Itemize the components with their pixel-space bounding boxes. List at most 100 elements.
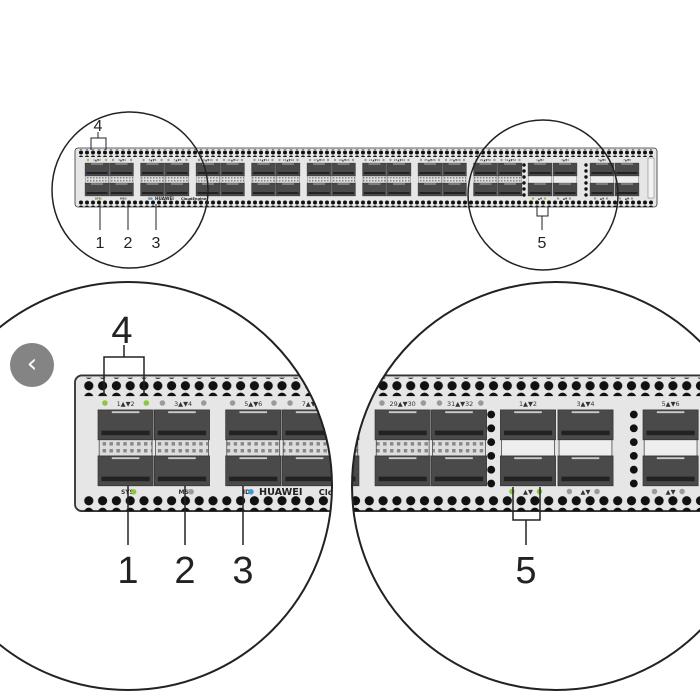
port-contacts (308, 172, 330, 174)
port-led-label: ▲▼ (666, 488, 676, 496)
port-latch (257, 183, 270, 185)
port-led (102, 400, 108, 406)
port-latch (445, 411, 473, 414)
port-contacts (388, 192, 410, 194)
port-contacts (499, 172, 521, 174)
port-cage (251, 182, 276, 197)
port-led (500, 158, 503, 162)
port-latch (388, 411, 417, 414)
port-latch (282, 163, 294, 165)
back-button[interactable]: ‹ (10, 343, 54, 387)
port-latch (295, 411, 324, 414)
port-contacts (166, 172, 188, 174)
port-led (419, 158, 423, 162)
port-label: 1▲▼2 (93, 158, 101, 162)
port-label: 1▲▼2 (519, 400, 537, 408)
port-led (436, 400, 443, 406)
port-cage (473, 162, 498, 177)
port-label: 5▲▼6 (244, 400, 262, 408)
port-cage (552, 162, 578, 177)
port-latch (146, 163, 159, 165)
port-latch (621, 183, 633, 185)
port-contacts (364, 192, 385, 194)
port-contacts (616, 192, 638, 194)
port-contacts (277, 172, 299, 174)
vent-dot (629, 451, 638, 460)
port-led (278, 158, 281, 162)
port-cage (527, 162, 553, 177)
port-cage (109, 182, 134, 197)
port-label: 7▲▼8 (623, 158, 631, 162)
port-divider (643, 439, 698, 457)
port-led (389, 158, 392, 162)
callout-2: 2 (174, 550, 195, 592)
port-latch (445, 457, 473, 460)
port-contacts (166, 192, 188, 194)
port-latch (239, 457, 268, 460)
port-cage (251, 162, 276, 177)
port-cage (614, 162, 640, 177)
port-label: 5▲▼6 (598, 158, 606, 162)
port-led (364, 158, 367, 162)
port-cage (281, 409, 332, 441)
port-cage (97, 409, 154, 441)
port-contacts (616, 172, 638, 174)
port-divider (109, 175, 134, 184)
port-latch (448, 163, 461, 165)
mounting-ear (647, 157, 655, 199)
port-contacts (364, 172, 385, 174)
port-latch (168, 411, 196, 414)
port-led-label: ▲▼ (581, 488, 591, 496)
sys-label: SYS (95, 197, 101, 201)
port-cage (417, 182, 443, 197)
port-contacts (378, 430, 427, 436)
port-cage (642, 409, 699, 441)
port-cage (500, 409, 556, 441)
port-cage (557, 455, 614, 487)
vent-dot (584, 187, 588, 191)
port-contacts (388, 172, 410, 174)
port-contacts (378, 476, 427, 482)
port-divider (155, 439, 209, 457)
port-divider (473, 175, 498, 184)
zoom-circle-left (51, 111, 209, 269)
port-divider (501, 439, 555, 457)
port-contacts (561, 476, 610, 482)
port-led (493, 158, 496, 162)
port-contacts (529, 192, 551, 194)
port-cage (552, 182, 578, 197)
port-latch (514, 457, 542, 460)
port-divider (528, 175, 552, 184)
port-led (651, 488, 658, 495)
port-contacts (253, 172, 274, 174)
port-cage (497, 162, 523, 177)
port-led-label: ▲▼ (625, 197, 630, 201)
port-cage (225, 409, 282, 441)
port-contacts (253, 192, 274, 194)
port-led (333, 158, 337, 162)
port-led-label: ▲▼ (563, 197, 568, 201)
port-contacts (591, 192, 613, 194)
port-contacts (503, 430, 553, 436)
port-cage (500, 455, 556, 487)
port-led (568, 197, 572, 200)
port-latch (479, 183, 492, 185)
mst-label: MST (179, 489, 194, 496)
port-latch (393, 163, 405, 165)
port-label: 31▲▼32 (505, 158, 517, 162)
callout-4-small: 4 (94, 118, 103, 135)
port-contacts (333, 172, 354, 174)
port-latch (534, 163, 546, 165)
port-led (478, 400, 484, 406)
port-label: 23▲▼24 (394, 158, 406, 162)
port-led (679, 488, 685, 495)
port-latch (313, 183, 325, 185)
port-latch (393, 183, 405, 185)
port-latch (115, 183, 128, 185)
vent-dot (487, 479, 496, 488)
port-latch (318, 411, 346, 413)
port-cage (362, 162, 387, 177)
